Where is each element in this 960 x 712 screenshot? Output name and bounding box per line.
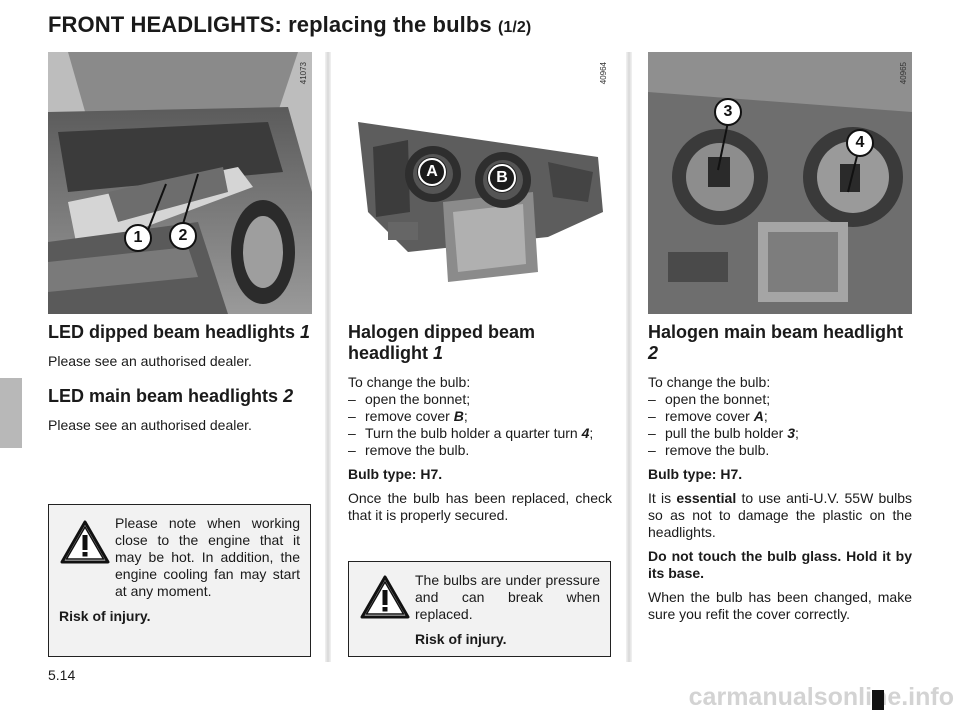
paragraph: Please see an authorised dealer. bbox=[48, 353, 252, 369]
paragraph: Do not touch the bulb glass. Hold it by … bbox=[648, 548, 912, 581]
headlight-unit-rear-photo: 40964 A B bbox=[348, 52, 612, 314]
warning-triangle-icon bbox=[360, 575, 410, 619]
list-item: open the bonnet; bbox=[648, 391, 912, 408]
callout-3: 3 bbox=[714, 98, 742, 126]
paragraph: Please see an authorised dealer. bbox=[48, 417, 252, 433]
paragraph: It is essential to use anti-U.V. 55W bul… bbox=[648, 490, 912, 540]
bulb-type: Bulb type: H7. bbox=[648, 466, 743, 482]
column-3: Halogen main beam headlight 2 To change … bbox=[648, 322, 912, 630]
warning-risk: Risk of injury. bbox=[59, 608, 151, 624]
list-item: remove cover B; bbox=[348, 408, 612, 425]
paragraph: To change the bulb: bbox=[348, 374, 471, 390]
column-divider bbox=[325, 52, 331, 662]
callout-4: 4 bbox=[846, 129, 874, 157]
page-edge-marker bbox=[872, 690, 884, 710]
warning-risk: Risk of injury. bbox=[415, 631, 507, 647]
steps-list: open the bonnet; remove cover B; Turn th… bbox=[348, 391, 612, 459]
photo-code: 40965 bbox=[899, 62, 908, 85]
paragraph: Once the bulb has been replaced, check t… bbox=[348, 490, 612, 523]
list-item: remove the bulb. bbox=[348, 442, 612, 459]
callout-B: B bbox=[488, 164, 516, 192]
section-tab bbox=[0, 378, 22, 448]
steps-list: open the bonnet; remove cover A; pull th… bbox=[648, 391, 912, 459]
warning-text: Please note when working close to the en… bbox=[115, 515, 300, 599]
halogen-bulb-holders-photo: 40965 3 4 bbox=[648, 52, 912, 314]
list-item: remove the bulb. bbox=[648, 442, 912, 459]
photo-code: 40964 bbox=[599, 62, 608, 85]
paragraph: When the bulb has been changed, make sur… bbox=[648, 589, 912, 622]
bulb-type: Bulb type: H7. bbox=[348, 466, 443, 482]
photo-code: 41073 bbox=[299, 62, 308, 85]
warning-triangle-icon bbox=[60, 520, 110, 564]
heading-led-dipped: LED dipped beam headlights 1 bbox=[48, 322, 311, 342]
list-item: open the bonnet; bbox=[348, 391, 612, 408]
heading-halogen-main: Halogen main beam headlight 2 bbox=[648, 322, 904, 363]
column-divider bbox=[626, 52, 632, 662]
page-number: 5.14 bbox=[48, 667, 76, 683]
list-item: Turn the bulb holder a quarter turn 4; bbox=[348, 425, 612, 442]
warning-text: The bulbs are under pressure and can bre… bbox=[415, 572, 600, 622]
warning-box: Please note when working close to the en… bbox=[48, 504, 311, 657]
heading-halogen-dipped: Halogen dipped beam headlight 1 bbox=[348, 322, 536, 363]
callout-1: 1 bbox=[124, 224, 152, 252]
heading-led-main: LED main beam headlights 2 bbox=[48, 386, 294, 406]
callout-A: A bbox=[418, 158, 446, 186]
watermark: carmanualsonline.info bbox=[688, 683, 954, 711]
column-1: LED dipped beam headlights 1 Please see … bbox=[48, 322, 312, 441]
callout-2: 2 bbox=[169, 222, 197, 250]
title-part: (1/2) bbox=[497, 19, 532, 36]
list-item: remove cover A; bbox=[648, 408, 912, 425]
warning-box: The bulbs are under pressure and can bre… bbox=[348, 561, 611, 657]
column-2: Halogen dipped beam headlight 1 To chang… bbox=[348, 322, 612, 531]
paragraph: To change the bulb: bbox=[648, 374, 771, 390]
car-front-bonnet-open-photo: 41073 1 2 bbox=[48, 52, 312, 314]
page-title: FRONT HEADLIGHTS: replacing the bulbs (1… bbox=[48, 12, 532, 37]
list-item: pull the bulb holder 3; bbox=[648, 425, 912, 442]
